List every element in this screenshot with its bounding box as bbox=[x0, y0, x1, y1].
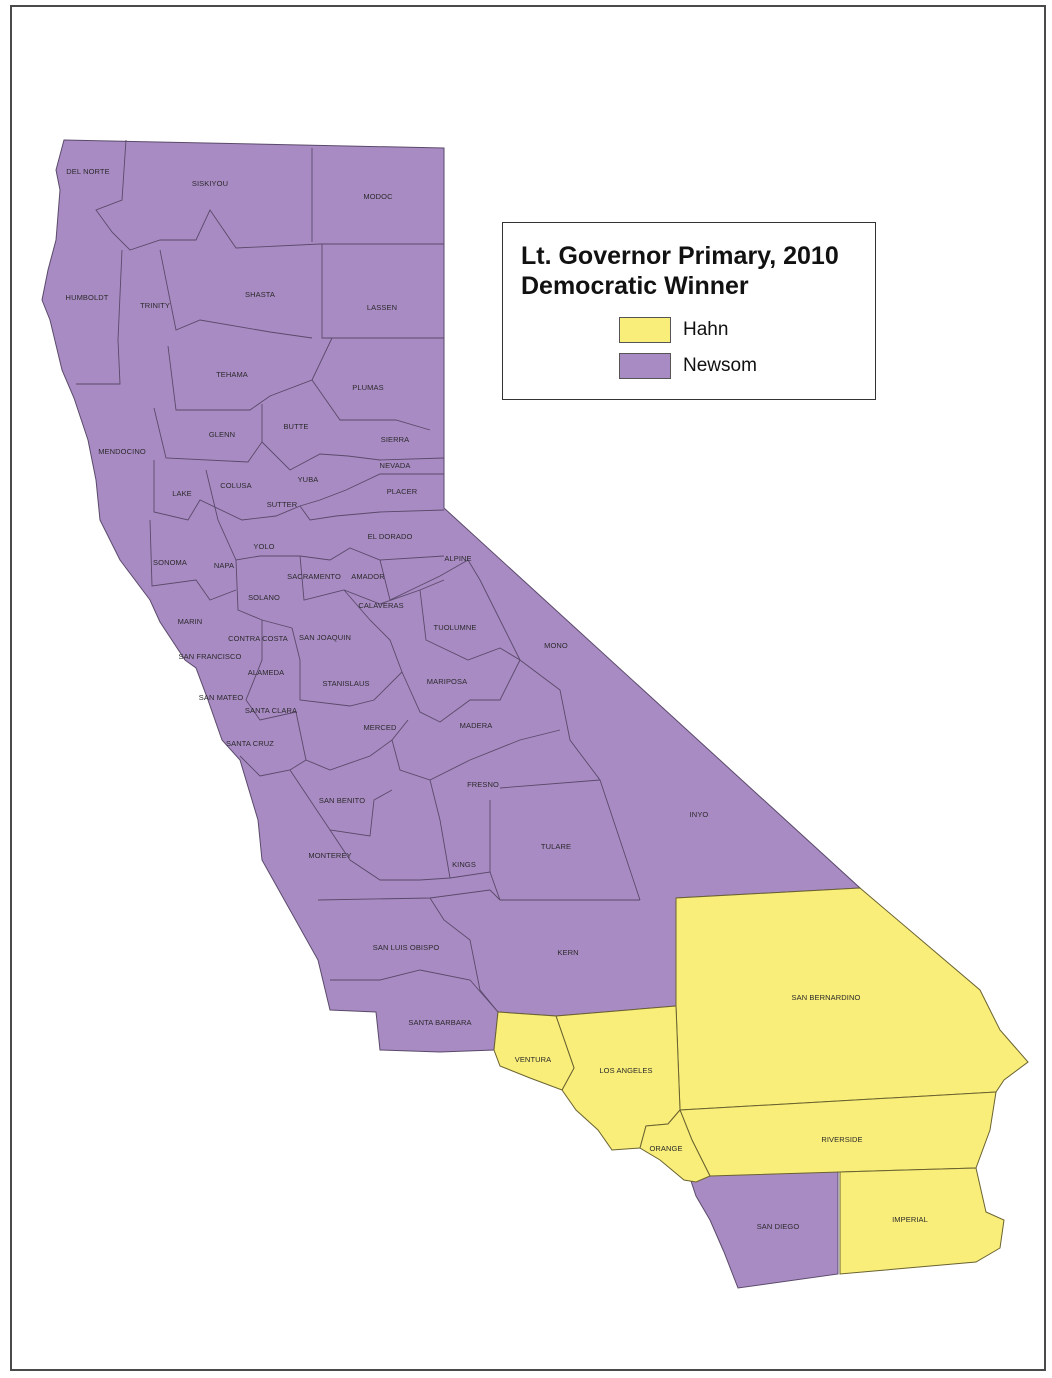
map-legend: Lt. Governor Primary, 2010 Democratic Wi… bbox=[502, 222, 876, 400]
county-labels: DEL NORTE SISKIYOU MODOC HUMBOLDT TRINIT… bbox=[66, 167, 928, 1231]
county-borders bbox=[76, 139, 641, 1013]
county-label: SIERRA bbox=[381, 435, 410, 444]
county-label: MONO bbox=[544, 641, 568, 650]
san-diego-county bbox=[687, 1171, 839, 1289]
county-label: CALAVERAS bbox=[358, 601, 403, 610]
county-label: TEHAMA bbox=[216, 370, 248, 379]
county-label: LASSEN bbox=[367, 303, 397, 312]
county-label: ALPINE bbox=[444, 554, 471, 563]
county-label: IMPERIAL bbox=[892, 1215, 928, 1224]
county-label: KINGS bbox=[452, 860, 476, 869]
county-label: SANTA CLARA bbox=[245, 706, 297, 715]
county-label: LAKE bbox=[172, 489, 192, 498]
county-label: SUTTER bbox=[267, 500, 298, 509]
county-label: MARIN bbox=[178, 617, 203, 626]
county-label: BUTTE bbox=[283, 422, 308, 431]
county-label: SAN BERNARDINO bbox=[792, 993, 861, 1002]
county-label: LOS ANGELES bbox=[599, 1066, 652, 1075]
county-label: NEVADA bbox=[380, 461, 411, 470]
county-label: TULARE bbox=[541, 842, 571, 851]
county-label: SHASTA bbox=[245, 290, 275, 299]
county-label: SAN JOAQUIN bbox=[299, 633, 351, 642]
county-label: STANISLAUS bbox=[322, 679, 369, 688]
county-label: VENTURA bbox=[515, 1055, 552, 1064]
county-label: FRESNO bbox=[467, 780, 499, 789]
county-label: MARIPOSA bbox=[427, 677, 467, 686]
orange-county bbox=[639, 1109, 711, 1183]
county-label: MENDOCINO bbox=[98, 447, 146, 456]
county-label: SACRAMENTO bbox=[287, 572, 341, 581]
county-label: PLACER bbox=[387, 487, 418, 496]
county-label: ORANGE bbox=[649, 1144, 682, 1153]
county-label: NAPA bbox=[214, 561, 234, 570]
county-label: SANTA BARBARA bbox=[408, 1018, 471, 1027]
county-label: AMADOR bbox=[351, 572, 385, 581]
county-label: MERCED bbox=[363, 723, 397, 732]
county-label: COLUSA bbox=[220, 481, 251, 490]
legend-swatch-hahn bbox=[619, 317, 671, 343]
county-label: SAN MATEO bbox=[199, 693, 244, 702]
county-label: MONTEREY bbox=[308, 851, 351, 860]
county-label: TRINITY bbox=[140, 301, 170, 310]
county-label: KERN bbox=[557, 948, 578, 957]
county-label: SISKIYOU bbox=[192, 179, 228, 188]
ventura-county bbox=[493, 1011, 575, 1091]
legend-title: Lt. Governor Primary, 2010 Democratic Wi… bbox=[521, 241, 839, 301]
legend-item-newsom: Newsom bbox=[619, 353, 757, 379]
county-label: ALAMEDA bbox=[248, 668, 285, 677]
county-label: SANTA CRUZ bbox=[226, 739, 274, 748]
county-label: GLENN bbox=[209, 430, 235, 439]
county-label: SAN LUIS OBISPO bbox=[373, 943, 440, 952]
imperial-county bbox=[839, 1167, 1005, 1275]
legend-swatch-newsom bbox=[619, 353, 671, 379]
county-label: SAN DIEGO bbox=[757, 1222, 800, 1231]
legend-label-newsom: Newsom bbox=[683, 355, 757, 376]
county-label: DEL NORTE bbox=[66, 167, 109, 176]
county-label: RIVERSIDE bbox=[821, 1135, 862, 1144]
county-label: SOLANO bbox=[248, 593, 280, 602]
county-label: HUMBOLDT bbox=[66, 293, 109, 302]
legend-title-line1: Lt. Governor Primary, 2010 bbox=[521, 242, 839, 270]
county-label: SONOMA bbox=[153, 558, 187, 567]
county-label: INYO bbox=[690, 810, 709, 819]
county-label: MODOC bbox=[363, 192, 393, 201]
legend-label-hahn: Hahn bbox=[683, 319, 729, 340]
legend-item-hahn: Hahn bbox=[619, 317, 728, 343]
county-label: YUBA bbox=[298, 475, 319, 484]
county-label: MADERA bbox=[460, 721, 493, 730]
county-label: SAN FRANCISCO bbox=[179, 652, 242, 661]
county-label: TUOLUMNE bbox=[434, 623, 477, 632]
county-label: SAN BENITO bbox=[319, 796, 365, 805]
county-label: PLUMAS bbox=[352, 383, 383, 392]
legend-title-line2: Democratic Winner bbox=[521, 272, 749, 300]
county-label: CONTRA COSTA bbox=[228, 634, 288, 643]
county-label: YOLO bbox=[253, 542, 274, 551]
county-label: EL DORADO bbox=[368, 532, 413, 541]
